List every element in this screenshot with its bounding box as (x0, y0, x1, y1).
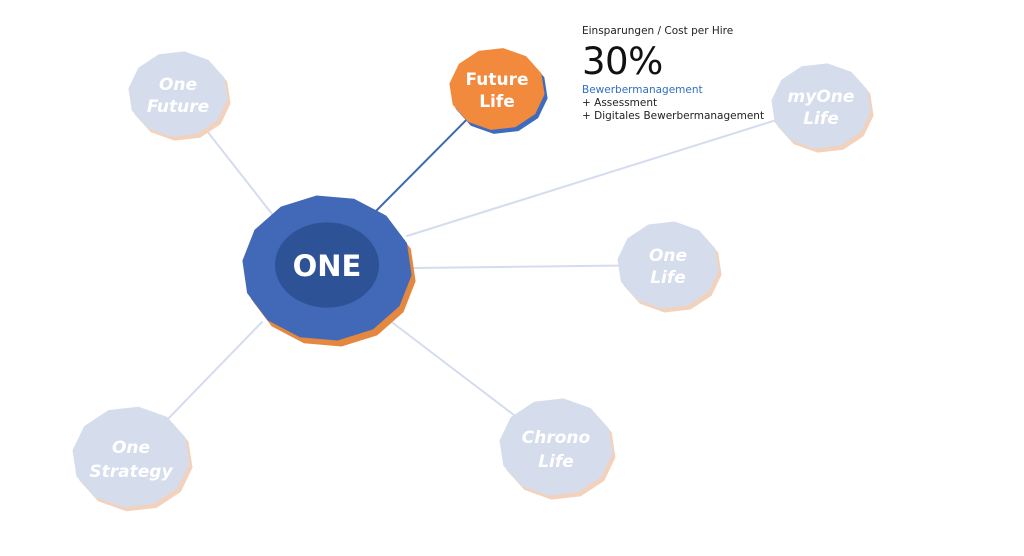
info-item: + Assessment (582, 97, 658, 109)
node-label-line1: Future (465, 70, 528, 90)
node-label-line2: Life (803, 109, 839, 129)
node-body (771, 63, 871, 149)
node-body (617, 221, 719, 309)
node-label-line2: Life (650, 268, 686, 288)
node-label-line2: Life (538, 452, 574, 472)
node-body (72, 406, 190, 508)
node-body (128, 51, 228, 137)
node-label-line1: One (649, 246, 687, 266)
info-value: 30% (582, 40, 663, 83)
node-label-line2: Future (147, 97, 209, 117)
info-item: + Digitales Bewerbermanagement (582, 110, 765, 122)
node-label-line2: Life (479, 92, 515, 112)
info-subtitle: Bewerbermanagement (582, 84, 703, 96)
node-label-line1: One (159, 75, 197, 95)
node-label-line1: One (112, 438, 150, 458)
node-body (449, 48, 545, 130)
connector-line-myone-life (406, 105, 822, 237)
hub-label: ONE (293, 249, 362, 283)
node-body (499, 398, 613, 496)
node-label-line2: Strategy (89, 462, 173, 482)
hub-inner (275, 222, 379, 308)
hub-node[interactable]: ONE (242, 195, 416, 347)
info-caption: Einsparungen / Cost per Hire (582, 25, 734, 37)
node-label-line1: Chrono (522, 428, 591, 448)
node-label-line1: myOne (788, 87, 855, 107)
info-panel: Einsparungen / Cost per Hire 30% Bewerbe… (582, 24, 782, 123)
